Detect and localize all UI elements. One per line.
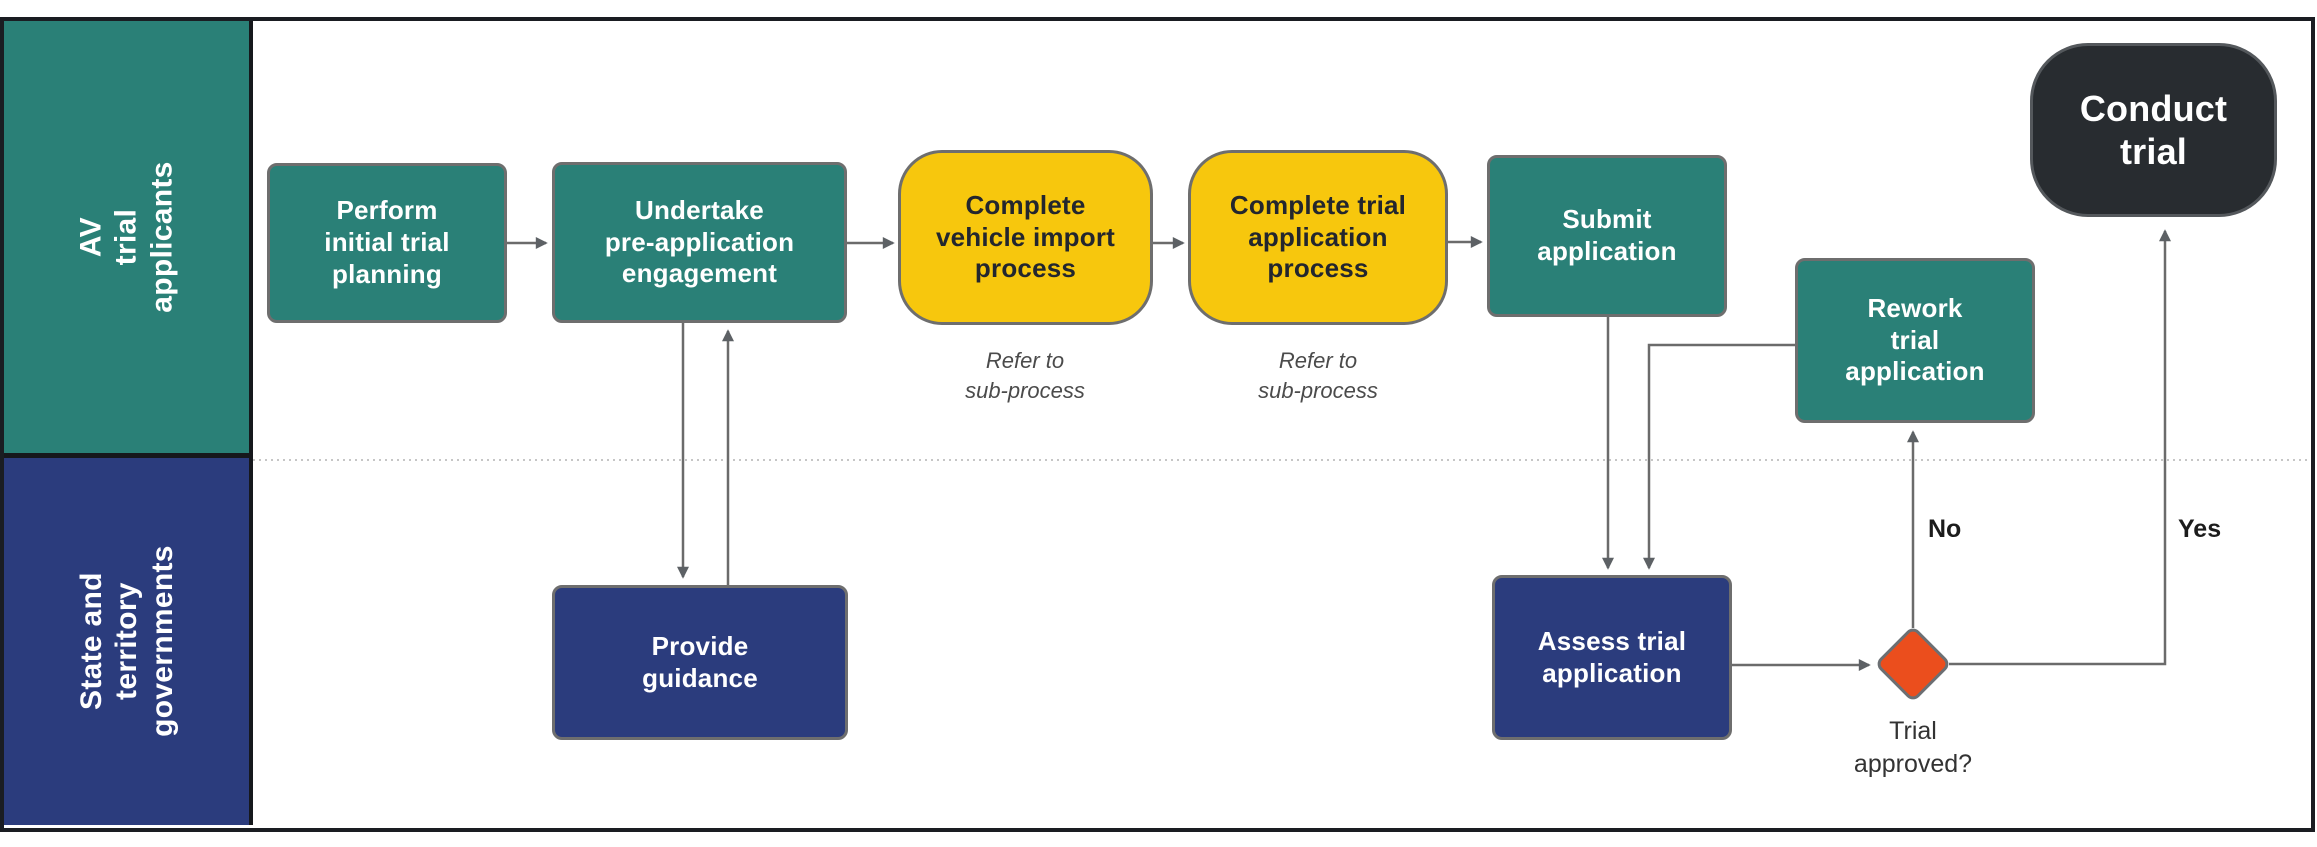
node-label: Provide guidance	[642, 630, 758, 693]
lane-state-territory-governments: State and territory governments	[4, 458, 249, 825]
branch-label-no: No	[1928, 515, 1962, 543]
node-provide-guidance: Provide guidance	[552, 585, 848, 740]
decision-caption-trial-approved: Trial approved?	[1853, 717, 1973, 778]
lane-label-state-territory-governments: State and territory governments	[74, 545, 179, 738]
node-conduct-trial: Conduct trial	[2030, 43, 2277, 217]
lane-label-av-trial-applicants: AV trial applicants	[74, 161, 179, 313]
node-perform-initial-trial-planning: Perform initial trial planning	[267, 163, 507, 323]
node-complete-vehicle-import-process: Complete vehicle import process	[898, 150, 1153, 325]
note-refer-subprocess-vehicle-import: Refer to sub-process	[965, 348, 1085, 403]
node-label: Rework trial application	[1845, 292, 1985, 387]
diagram-frame	[0, 17, 2315, 832]
node-rework-trial-application: Rework trial application	[1795, 258, 2035, 423]
node-undertake-pre-application-engagement: Undertake pre-application engagement	[552, 162, 847, 323]
node-label: Assess trial application	[1537, 625, 1687, 688]
node-label: Complete vehicle import process	[935, 189, 1116, 284]
node-label: Undertake pre-application engagement	[604, 194, 795, 289]
node-label: Submit application	[1537, 204, 1677, 266]
swimlane-label-column: AV trial applicants State and territory …	[4, 21, 253, 825]
node-submit-application: Submit application	[1487, 155, 1727, 317]
note-refer-subprocess-trial-application: Refer to sub-process	[1258, 348, 1378, 403]
node-label: Conduct trial	[2079, 87, 2228, 172]
lane-av-trial-applicants: AV trial applicants	[4, 21, 249, 453]
branch-label-yes: Yes	[2178, 515, 2222, 543]
node-complete-trial-application-process: Complete trial application process	[1188, 150, 1448, 325]
node-assess-trial-application: Assess trial application	[1492, 575, 1732, 740]
node-label: Complete trial application process	[1229, 189, 1407, 284]
node-label: Perform initial trial planning	[324, 195, 450, 289]
